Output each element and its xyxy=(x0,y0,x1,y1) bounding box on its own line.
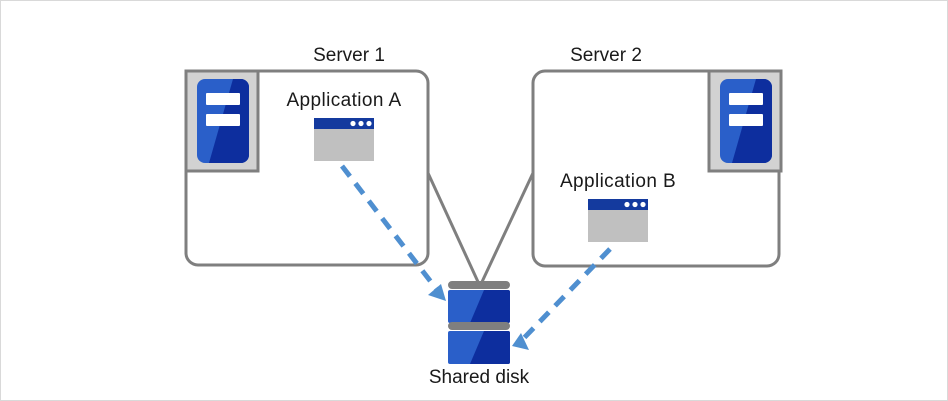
application-window-icon-b xyxy=(588,199,648,242)
server-icon-1 xyxy=(184,69,260,173)
shared-disk-icon xyxy=(448,281,510,364)
server1-title: Server 1 xyxy=(313,45,385,66)
connector-server2-to-disk xyxy=(479,172,535,285)
server-icon-2 xyxy=(707,69,783,173)
shared-disk-label: Shared disk xyxy=(428,367,530,388)
application-b-label: Application B xyxy=(559,171,677,192)
dashed-arrow-app-b-to-disk xyxy=(512,247,612,350)
application-a-label: Application A xyxy=(286,90,402,111)
connector-server1-to-disk xyxy=(426,172,481,285)
dashed-arrow-app-a-to-disk xyxy=(340,164,446,301)
application-window-icon-a xyxy=(314,118,374,161)
server2-title: Server 2 xyxy=(570,45,642,66)
